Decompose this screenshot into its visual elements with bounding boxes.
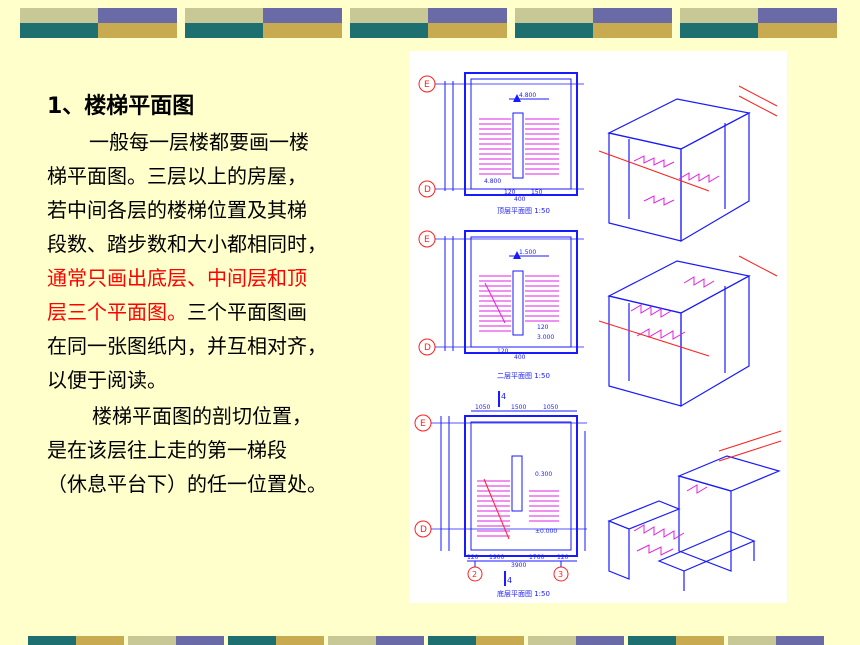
- stair-plan-drawing: E D 4.800 4.800 120 400 150 顶层平面图 1:50: [409, 51, 787, 603]
- middle-floor-stairs: [479, 275, 559, 332]
- level-label: 0.300: [535, 471, 552, 478]
- top-bar-block: [680, 8, 837, 38]
- dim-label: 3900: [511, 562, 526, 569]
- plan-caption: 底层平面图 1:50: [497, 589, 550, 598]
- section-mark: 4: [501, 392, 506, 401]
- stair-3d-steps-middle: [630, 276, 715, 340]
- bottom-bar-block: [628, 636, 724, 645]
- top-bar-block: [515, 8, 672, 38]
- bottom-bar-block: [728, 636, 824, 645]
- level-label: ±0.000: [535, 528, 557, 535]
- text-line: （休息平台下）的任一位置处。: [47, 472, 327, 496]
- top-floor-stairs: [479, 118, 559, 175]
- top-bar-block: [20, 8, 177, 38]
- middle-floor-plan: [418, 230, 584, 356]
- dim-label: 120: [537, 324, 549, 331]
- dim-label: 400: [514, 354, 526, 361]
- slide-title: 1、楼梯平面图: [47, 94, 195, 119]
- bottom-bar-block: [528, 636, 624, 645]
- level-label: 4.800: [484, 178, 501, 185]
- highlighted-text-line: 通常只画出底层、中间层和顶: [47, 266, 307, 290]
- axis-label: D: [424, 185, 431, 195]
- text-line: 以便于阅读。: [47, 368, 167, 392]
- top-bar-block: [350, 8, 507, 38]
- axis-label: 2: [472, 570, 477, 579]
- dim-label: 150: [531, 189, 543, 196]
- body-paragraph-2: 楼梯平面图的剖切位置， 是在该层往上走的第一梯段 （休息平台下）的任一位置处。: [47, 399, 367, 501]
- dim-label: 1050: [543, 404, 558, 411]
- text-line: 梯平面图。三层以上的房屋，: [47, 164, 307, 188]
- axis-label: 3: [558, 570, 563, 579]
- dim-label: 120: [497, 348, 509, 355]
- dim-label: 120: [504, 189, 516, 196]
- dim-label: 400: [514, 196, 526, 203]
- plan-caption: 顶层平面图 1:50: [497, 207, 550, 215]
- dim-label: 120: [467, 554, 479, 561]
- text-line: 若中间各层的楼梯位置及其梯: [47, 198, 307, 222]
- axis-label: D: [424, 343, 431, 353]
- top-floor-plan: [418, 72, 584, 198]
- text-line: 是在该层往上走的第一梯段: [47, 438, 287, 462]
- dim-label: 1900: [489, 554, 504, 561]
- text-line: 楼梯平面图的剖切位置，: [92, 404, 312, 428]
- level-label: 1.500: [519, 249, 536, 256]
- plan-caption: 二层平面图 1:50: [497, 372, 550, 380]
- section-mark: 4: [507, 576, 512, 585]
- stair-3d-steps-ground: [633, 484, 708, 556]
- dim-label: 1050: [475, 404, 490, 411]
- axis-label: D: [420, 525, 427, 535]
- ground-floor-stairs: [477, 478, 559, 540]
- level-label: 4.800: [519, 92, 536, 99]
- axis-label: E: [420, 419, 426, 429]
- bottom-bar-block: [328, 636, 424, 645]
- stair-3d-steps-top: [633, 155, 720, 206]
- dim-label: 1500: [511, 404, 526, 411]
- top-decorative-bar: [20, 8, 840, 38]
- axis-label: E: [424, 235, 430, 245]
- text-line: 在同一张图纸内，并互相对齐，: [47, 334, 327, 358]
- bottom-bar-block: [28, 636, 124, 645]
- bottom-bar-block: [128, 636, 224, 645]
- level-label: 3.000: [537, 334, 554, 341]
- dim-label: 1760: [529, 554, 544, 561]
- text-fragment: 三个平面图画: [187, 300, 307, 324]
- top-bar-block: [185, 8, 342, 38]
- highlighted-text: 层三个平面图。: [47, 300, 187, 324]
- text-line: 段数、踏步数和大小都相同时，: [47, 232, 327, 256]
- axis-label: E: [424, 80, 430, 90]
- text-line: 一般每一层楼都要画一楼: [89, 130, 309, 154]
- bottom-decorative-bar: [28, 636, 828, 645]
- stair-3d-view-top: [607, 98, 751, 243]
- body-paragraph-1: 一般每一层楼都要画一楼 梯平面图。三层以上的房屋， 若中间各层的楼梯位置及其梯 …: [47, 125, 367, 397]
- ground-floor-plan: [414, 391, 587, 586]
- stair-3d-view-middle: [607, 260, 751, 408]
- bottom-bar-block: [228, 636, 324, 645]
- stair-3d-view-ground: [607, 455, 781, 591]
- dim-label: 120: [557, 554, 569, 561]
- bottom-bar-block: [428, 636, 524, 645]
